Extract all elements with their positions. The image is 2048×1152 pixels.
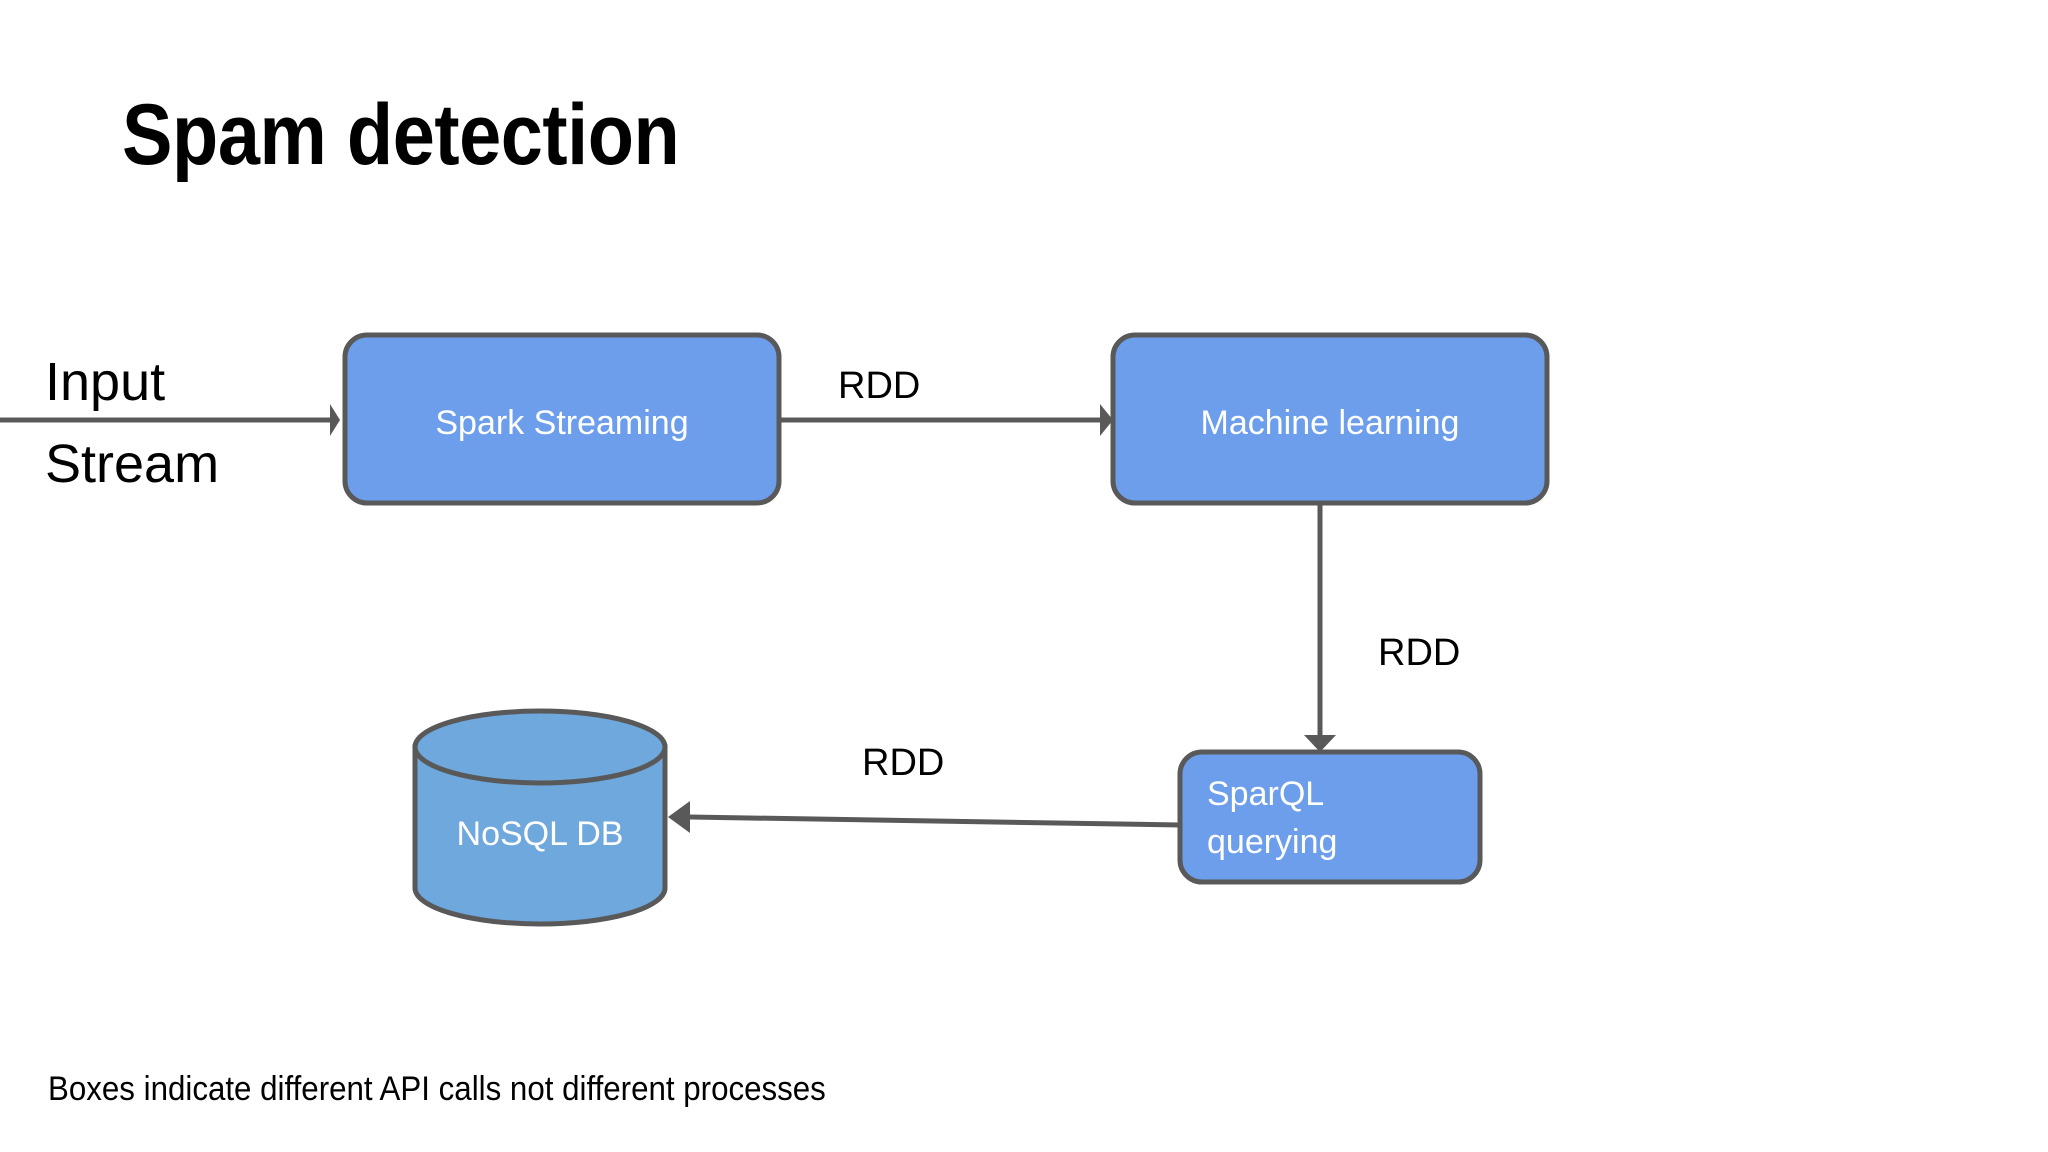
footnote-text: Boxes indicate different API calls not d…	[48, 1070, 826, 1108]
node-machine-learning[interactable]: Machine learning	[1110, 332, 1550, 506]
edge-label-ml-to-sparql: RDD	[1378, 632, 1460, 674]
edge-label-spark-to-ml: RDD	[838, 365, 920, 407]
connector-machine-learning-to-sparql-querying	[1304, 503, 1336, 752]
node-nosql-db[interactable]: NoSQL DB	[412, 708, 668, 927]
arrowhead-icon	[1100, 404, 1113, 436]
page-title: Spam detection	[122, 87, 680, 183]
node-sparql-querying[interactable]: SparQL querying	[1177, 749, 1483, 885]
connector-spark-streaming-to-machine-learning	[779, 404, 1113, 436]
connector-sparql-querying-to-nosql-db	[668, 801, 1181, 833]
node-spark-streaming-label: Spark Streaming	[435, 404, 688, 442]
node-sparql-querying-label-line2: querying	[1207, 823, 1337, 861]
arrowhead-icon	[330, 404, 340, 436]
node-nosql-db-label: NoSQL DB	[457, 815, 624, 853]
input-stream-label-line2: Stream	[45, 434, 219, 494]
arrowhead-icon	[668, 801, 690, 833]
node-sparql-querying-label-line1: SparQL	[1207, 775, 1324, 813]
arrowhead-icon	[1304, 735, 1336, 752]
input-stream-label-line1: Input	[45, 352, 165, 412]
node-spark-streaming[interactable]: Spark Streaming	[342, 332, 782, 506]
node-machine-learning-label: Machine learning	[1201, 404, 1460, 442]
connector-input-to-spark-streaming	[0, 404, 340, 436]
edge-label-sparql-to-db: RDD	[862, 742, 944, 784]
